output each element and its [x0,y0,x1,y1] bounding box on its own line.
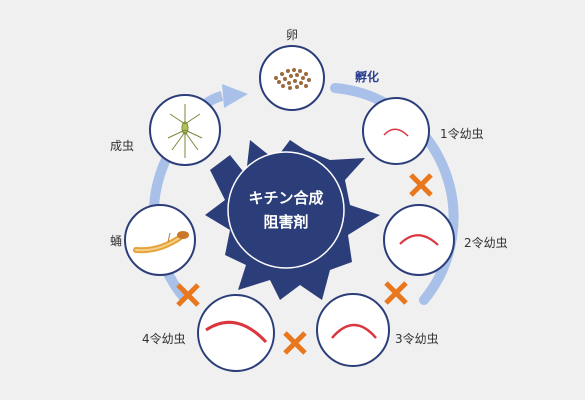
center-line-1: キチン合成 [248,189,324,207]
pupa-node [124,204,196,276]
pupa-label: 蛹 [110,234,123,248]
x-mark-icon [384,281,408,305]
larva3-node [316,293,390,367]
cycle-arrow-head [222,84,248,108]
larva2-icon [399,234,439,246]
center-line-2: 阻害剤 [263,213,309,231]
adult-label: 成虫 [110,139,135,153]
larva3-label: 3令幼虫 [395,332,439,346]
adult-node [149,94,221,166]
egg-node [259,45,325,111]
larva4-node [197,294,275,372]
hatching-label: 孵化 [355,70,380,84]
larva4-label: 4令幼虫 [142,332,186,346]
larva1-icon [383,128,409,137]
larva1-label: 1令幼虫 [440,127,484,141]
egg-label: 卵 [286,28,299,42]
larva4-icon [205,320,268,344]
pupa-icon [133,231,189,254]
center-circle [227,151,345,269]
egg-cluster-icon [274,68,311,90]
larva2-node [383,204,455,276]
x-mark-icon [176,283,200,307]
center-title: キチン合成 阻害剤 [226,186,346,234]
x-mark-icon [283,331,307,355]
x-mark-icon [409,173,433,197]
center-badge [205,140,380,300]
larva2-label: 2令幼虫 [464,236,508,250]
mosquito-icon [167,104,203,158]
larva3-icon [331,323,377,339]
larva1-node [362,97,430,165]
